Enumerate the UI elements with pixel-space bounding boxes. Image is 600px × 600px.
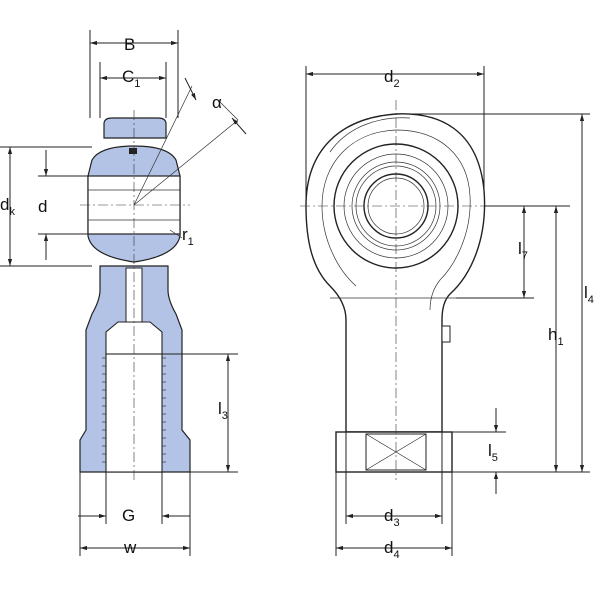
label-d4: d4 <box>384 538 400 561</box>
dimension-labels: B C1 α dk d r1 l3 G w d2 l7 l4 h1 l5 d3 … <box>0 35 594 561</box>
label-l3: l3 <box>218 399 228 422</box>
label-alpha: α <box>212 93 222 112</box>
thread-lines <box>102 357 166 463</box>
label-l4: l4 <box>584 283 594 306</box>
label-d: d <box>38 197 47 216</box>
label-w: w <box>123 538 137 557</box>
lube-nipple <box>129 148 137 154</box>
label-r1: r1 <box>182 225 194 248</box>
left-dimensions <box>0 30 247 556</box>
grease-nipple <box>441 325 451 343</box>
label-G: G <box>122 506 135 525</box>
label-d3: d3 <box>384 506 400 529</box>
label-dk: dk <box>0 195 15 218</box>
label-B: B <box>124 35 135 54</box>
outer-ring-top <box>103 117 167 139</box>
right-dimensions <box>305 66 590 556</box>
label-h1: h1 <box>548 325 564 348</box>
label-C1: C1 <box>122 67 140 90</box>
rod-end-eye <box>305 113 486 433</box>
front-view <box>300 100 500 480</box>
label-l7: l7 <box>518 239 528 262</box>
label-d2: d2 <box>384 67 400 90</box>
section-view <box>79 85 239 480</box>
label-l5: l5 <box>488 441 498 464</box>
